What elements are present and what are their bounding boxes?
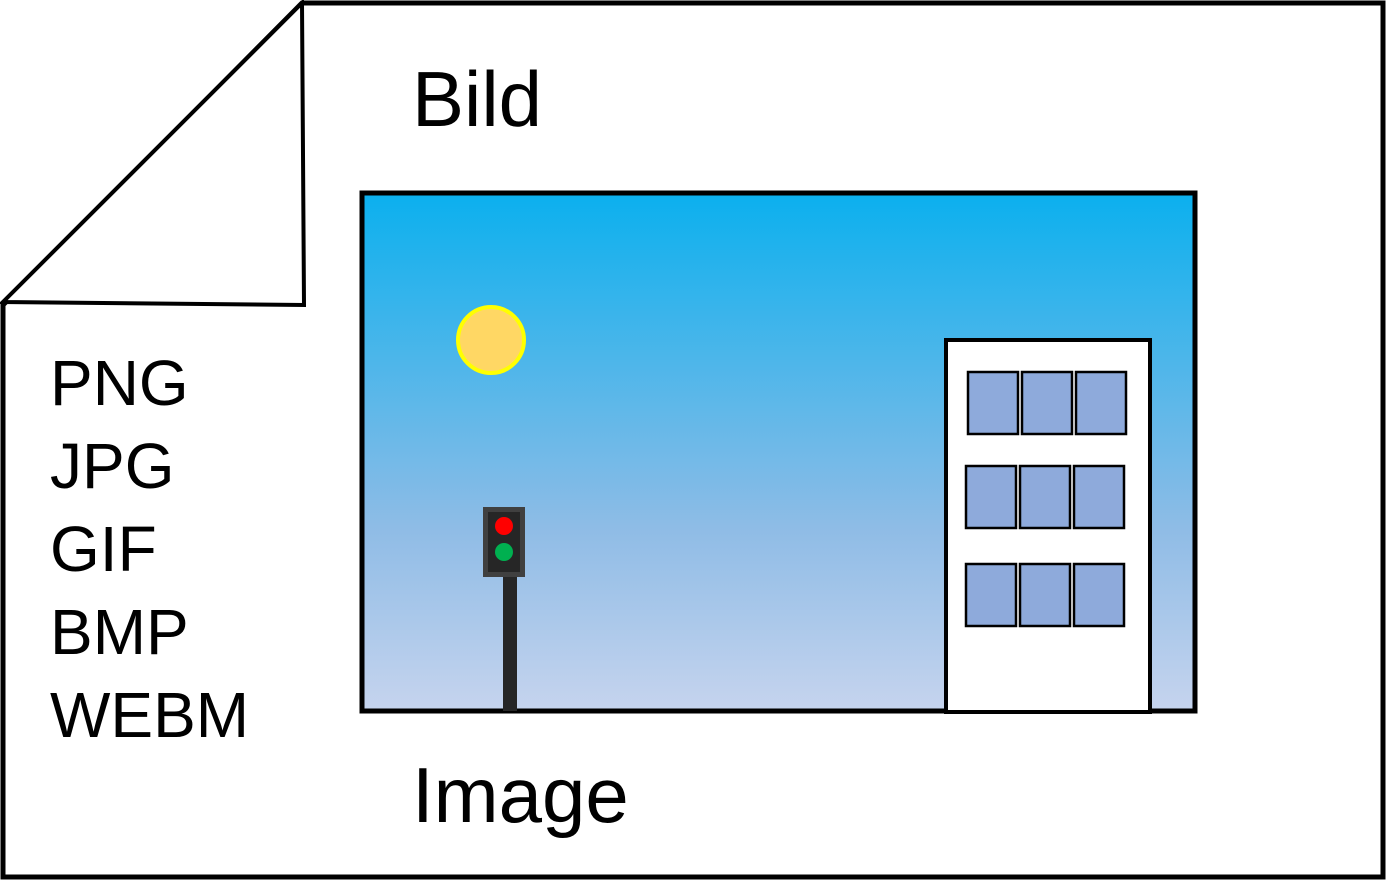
traffic-light-icon: [483, 507, 525, 711]
label-bild: Bild: [412, 55, 543, 143]
format-bmp: BMP: [50, 596, 189, 668]
window-r1-c2: [1020, 370, 1074, 436]
window-r2-c2: [1018, 464, 1072, 530]
folded-corner-icon: [0, 0, 307, 308]
format-list: PNG JPG GIF BMP WEBM: [50, 342, 249, 757]
label-image: Image: [412, 751, 629, 839]
format-png: PNG: [50, 347, 189, 419]
building-windows: [964, 370, 1128, 628]
building-icon: [944, 338, 1152, 714]
window-r1-c1: [966, 370, 1020, 436]
window-r3-c3: [1072, 562, 1126, 628]
window-r3-c2: [1018, 562, 1072, 628]
format-gif: GIF: [50, 513, 157, 585]
format-jpg: JPG: [50, 430, 175, 502]
window-r2-c3: [1072, 464, 1126, 530]
traffic-light-pole: [503, 576, 517, 711]
window-r3-c1: [964, 562, 1018, 628]
window-r2-c1: [964, 464, 1018, 530]
sun-icon: [456, 305, 526, 375]
red-light: [495, 517, 513, 535]
window-r1-c3: [1074, 370, 1128, 436]
green-light: [495, 543, 513, 561]
format-webm: WEBM: [50, 679, 250, 751]
